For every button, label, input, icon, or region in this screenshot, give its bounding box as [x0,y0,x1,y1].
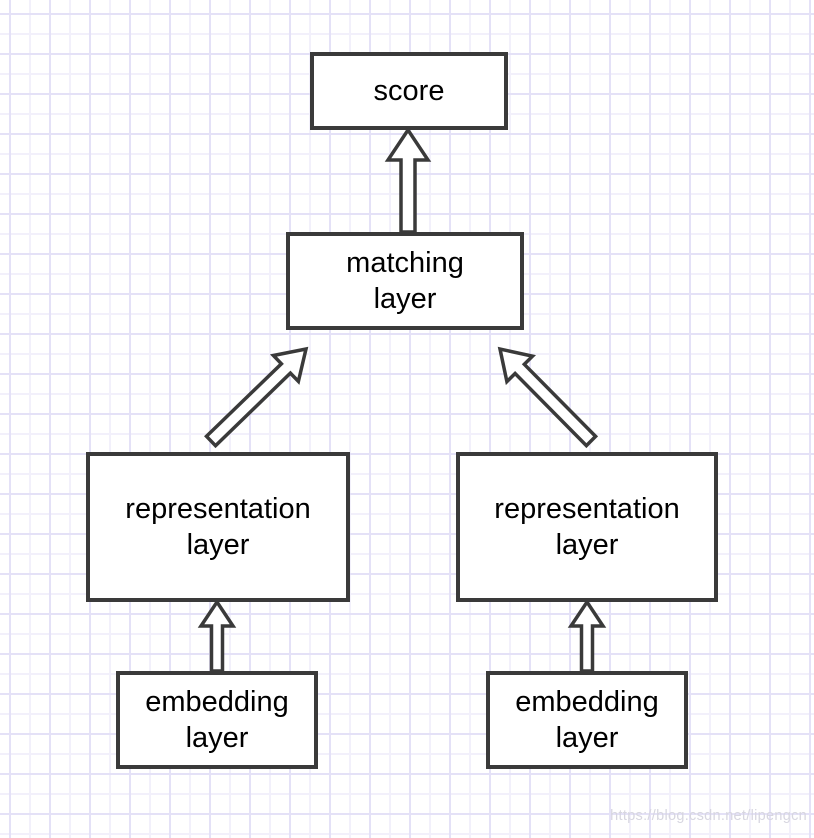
node-representation-layer-left-label: representation layer [125,492,311,561]
node-matching-layer-label: matching layer [346,246,464,315]
node-representation-layer-right: representation layer [456,452,718,602]
node-score: score [310,52,508,130]
arrow-representation_right-to-matching [497,346,599,449]
node-embedding-layer-left-label: embedding layer [145,685,289,754]
arrow-embedding_right-to-representation_right [567,598,607,673]
arrow-representation_left-to-matching [204,346,309,449]
node-score-label: score [373,74,445,107]
node-embedding-layer-left: embedding layer [116,671,318,769]
node-matching-layer: matching layer [286,232,524,330]
node-representation-layer-left: representation layer [86,452,350,602]
watermark: https://blog.csdn.net/lipengcn [610,808,807,824]
arrow-embedding_left-to-representation_left [197,598,237,673]
arrow-matching-to-score [384,126,432,234]
node-representation-layer-right-label: representation layer [494,492,680,561]
node-embedding-layer-right: embedding layer [486,671,688,769]
node-embedding-layer-right-label: embedding layer [515,685,659,754]
